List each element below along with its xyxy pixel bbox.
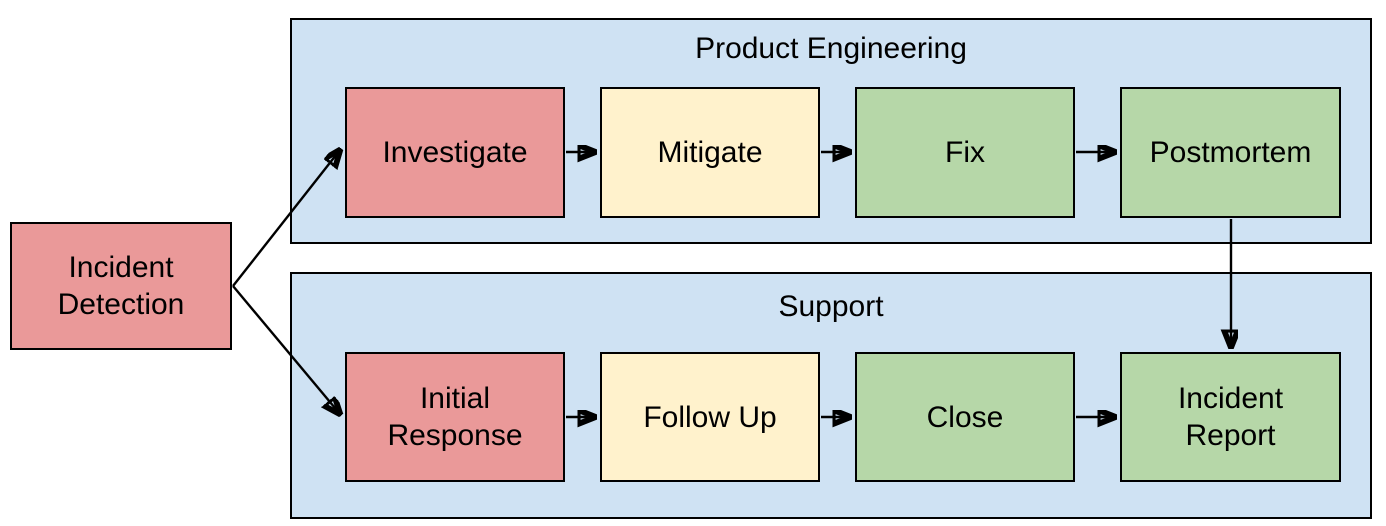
node-incident-report[interactable]: Incident Report [1120, 352, 1341, 482]
node-label-close: Close [926, 400, 1004, 434]
node-label-fix: Fix [945, 136, 985, 169]
node-investigate[interactable]: Investigate [345, 87, 565, 218]
node-mitigate[interactable]: Mitigate [600, 87, 820, 218]
swimlane-title-support: Support [778, 290, 884, 323]
node-follow-up[interactable]: Follow Up [600, 352, 820, 482]
node-postmortem[interactable]: Postmortem [1120, 87, 1341, 218]
node-label-investigate: Investigate [382, 136, 528, 169]
node-close[interactable]: Close [855, 352, 1075, 482]
node-label-mitigate: Mitigate [657, 136, 763, 169]
node-fix[interactable]: Fix [855, 87, 1075, 218]
node-initial-response[interactable]: Initial Response [345, 352, 565, 482]
node-label-incident-detection: Incident Detection [57, 251, 185, 321]
node-label-initial-response: Initial Response [387, 382, 523, 452]
node-label-follow-up: Follow Up [643, 400, 777, 434]
swimlane-title-product-engineering: Product Engineering [695, 32, 967, 65]
node-label-incident-report: Incident Report [1177, 382, 1284, 452]
node-label-postmortem: Postmortem [1149, 136, 1312, 169]
node-incident-detection[interactable]: Incident Detection [10, 222, 232, 350]
